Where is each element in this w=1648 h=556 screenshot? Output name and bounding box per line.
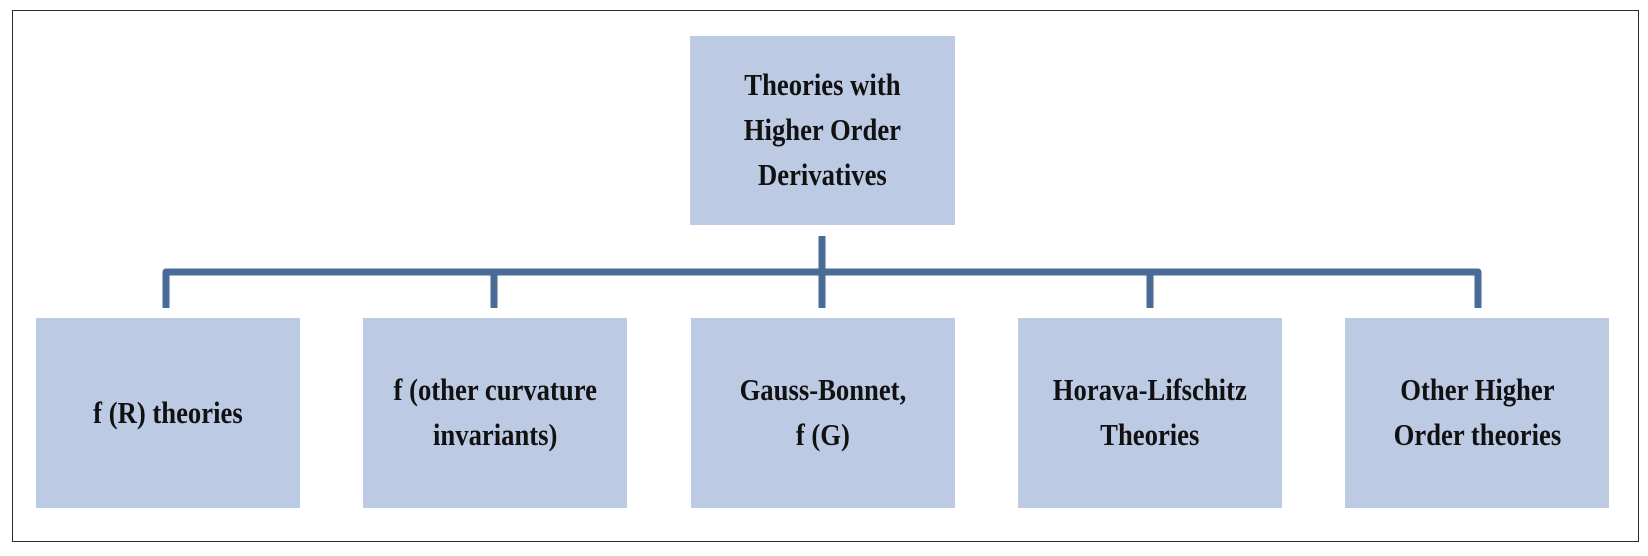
child-node-label: Gauss-Bonnet, f (G) — [739, 372, 907, 452]
child-node-label: f (other curvature invariants) — [393, 372, 597, 452]
child-node-label: Horava-Lifschitz Theories — [1052, 372, 1247, 452]
child-node-other-higher-order: Other Higher Order theories — [1345, 318, 1609, 508]
child-node-label: f (R) theories — [93, 394, 243, 430]
root-node-label: Theories with Higher Order Derivatives — [743, 67, 902, 192]
child-node-gauss-bonnet: Gauss-Bonnet, f (G) — [691, 318, 955, 508]
diagram-frame — [12, 10, 1639, 542]
child-node-f-other-curvature-invariants: f (other curvature invariants) — [363, 318, 627, 508]
root-node: Theories with Higher Order Derivatives — [690, 36, 955, 225]
child-node-horava-lifschitz: Horava-Lifschitz Theories — [1018, 318, 1282, 508]
child-node-f-r-theories: f (R) theories — [36, 318, 300, 508]
child-node-label: Other Higher Order theories — [1393, 372, 1561, 452]
